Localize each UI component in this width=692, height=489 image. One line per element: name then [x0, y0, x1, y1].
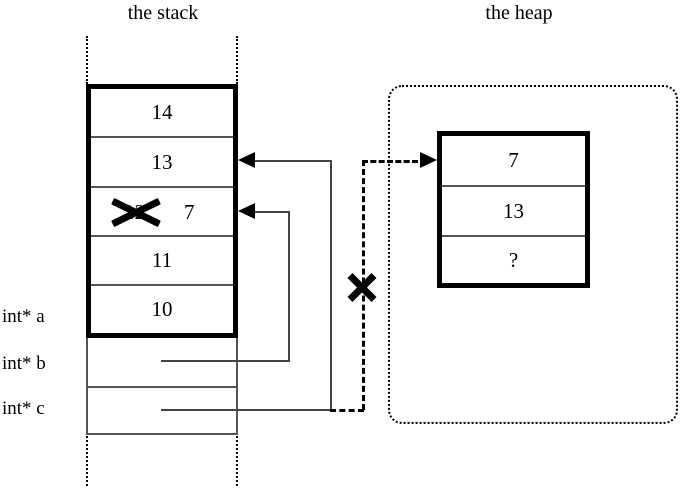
heap-cell-2: ?	[442, 237, 585, 283]
stack-cell-1: 13	[91, 138, 233, 188]
stack-title: the stack	[127, 2, 199, 24]
variable-label-c: int* c	[2, 398, 45, 419]
stack-cell-4: 10	[91, 286, 233, 333]
heap-cell-1: 13	[442, 187, 585, 237]
stack-cell-new-value: 7	[184, 199, 195, 224]
heap-title: the heap	[485, 2, 553, 24]
struck-value-group: 12 7	[96, 195, 228, 229]
heap-cell-value: 13	[503, 198, 524, 223]
stack-cell-value: 13	[151, 149, 173, 174]
stack-guide-bottom-right	[236, 436, 238, 486]
pointer-slot-divider	[88, 386, 236, 388]
stack-cell-value: 10	[151, 297, 173, 321]
invalid-pointer-x-icon	[347, 273, 377, 303]
pointer-b-run	[255, 211, 290, 213]
stack-guide-top-left	[86, 36, 88, 84]
pointer-b-stub	[161, 360, 288, 362]
stack-pointer-slots	[86, 338, 238, 435]
stale-pointer-segment-top	[362, 160, 418, 163]
stack-frame: 14 13 12 7 11 10	[86, 84, 238, 338]
stack-guide-top-right	[236, 36, 238, 84]
heap-cell-value: ?	[508, 247, 519, 272]
stack-cell-value: 14	[151, 100, 173, 124]
stack-cell-3: 11	[91, 237, 233, 286]
heap-cell-0: 7	[442, 136, 585, 187]
heap-region-boundary	[388, 85, 678, 424]
stale-pointer-segment-bottom	[330, 409, 364, 412]
pointer-b-riser	[288, 211, 290, 362]
pointer-c-run	[255, 160, 332, 162]
stack-cell-value: 11	[151, 248, 173, 272]
stale-pointer-arrowhead	[420, 152, 437, 168]
variable-label-a: int* a	[2, 306, 45, 327]
variable-label-b: int* b	[2, 353, 46, 374]
pointer-c-riser	[330, 160, 332, 411]
stack-guide-bottom-left	[86, 436, 88, 486]
stack-cell-2-modified: 12 7	[91, 188, 233, 237]
pointer-b-arrowhead	[238, 203, 255, 219]
heap-cell-value: 7	[508, 148, 519, 172]
pointer-c-stub	[161, 409, 330, 411]
stack-cell-0: 14	[91, 89, 233, 138]
pointer-c-arrowhead	[238, 152, 255, 168]
heap-block: 7 13 ?	[437, 131, 590, 288]
